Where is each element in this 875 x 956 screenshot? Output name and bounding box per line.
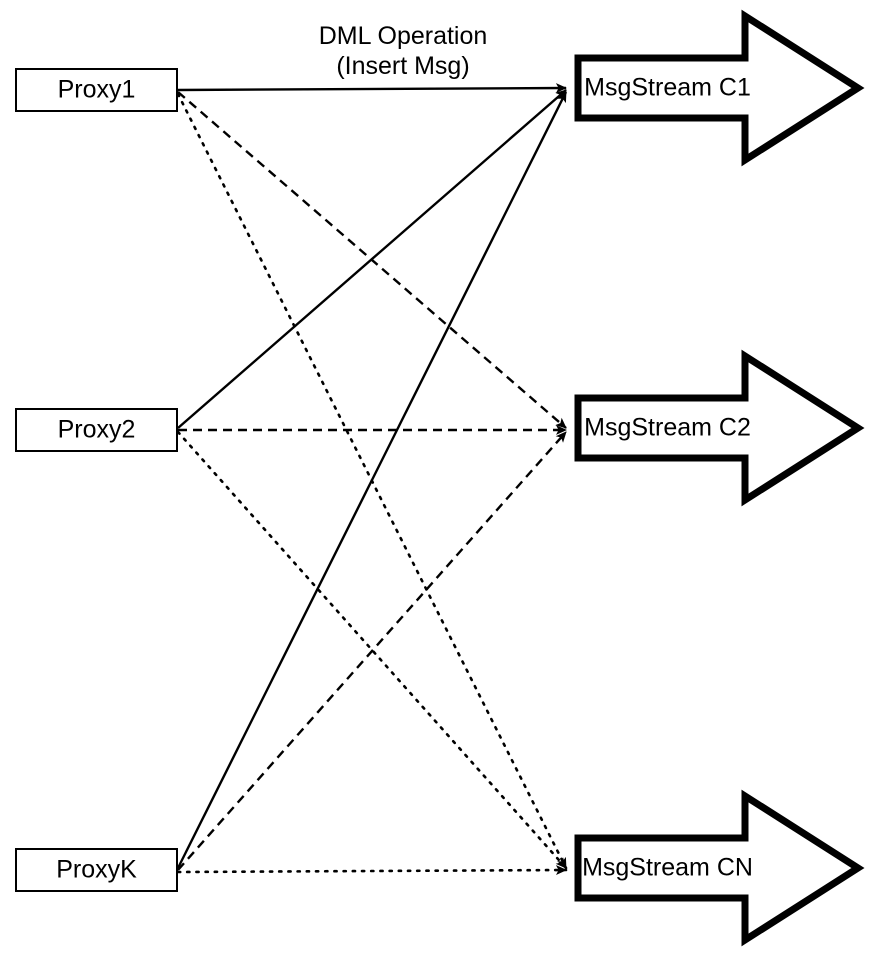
block-arrow-icon[interactable] [574,349,865,507]
edge-proxy2-stream-c1 [177,89,567,429]
stream-node-stream-c2[interactable]: MsgStream C2 [574,349,865,507]
edges-layer [176,83,568,875]
stream-label: MsgStream CN [582,854,753,882]
edge-proxy1-stream-c1 [177,83,567,93]
edge-proxyk-stream-c2 [177,431,567,871]
annotation-line-2: (Insert Msg) [336,52,469,80]
proxy-node-proxy2[interactable]: Proxy2 [15,408,178,452]
stream-label: MsgStream C1 [584,74,751,102]
proxy-label: Proxy1 [58,76,136,104]
annotation-line-1: DML Operation [319,22,488,50]
edge-proxyk-stream-c1 [176,91,568,869]
edge-proxy2-stream-cn [176,430,568,870]
proxy-node-proxyk[interactable]: ProxyK [15,848,178,892]
proxy-node-proxy1[interactable]: Proxy1 [15,68,178,112]
edge-proxyk-stream-cn [176,865,568,875]
proxy-box[interactable] [15,848,178,892]
proxy-box[interactable] [15,68,178,112]
proxy-box[interactable] [15,408,178,452]
operation-annotation: DML Operation (Insert Msg) [319,22,488,80]
stream-nodes-layer: MsgStream C1 MsgStream C2 MsgStream CN [574,9,865,947]
proxy-label: Proxy2 [58,416,136,444]
proxy-nodes-layer: Proxy1 Proxy2 ProxyK [15,68,178,892]
stream-node-stream-cn[interactable]: MsgStream CN [574,789,865,947]
stream-label: MsgStream C2 [584,414,751,442]
proxy-label: ProxyK [56,856,137,884]
block-arrow-icon[interactable] [574,789,865,947]
block-arrow-icon[interactable] [574,9,865,167]
stream-node-stream-c1[interactable]: MsgStream C1 [574,9,865,167]
